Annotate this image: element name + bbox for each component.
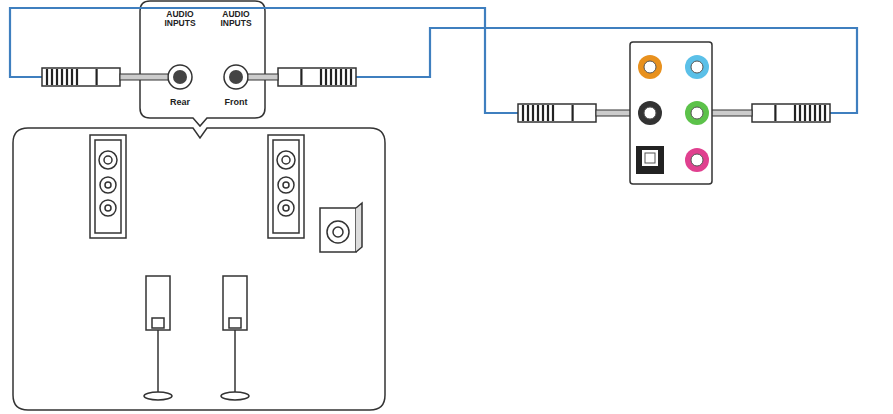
audio-plug: [42, 68, 168, 86]
front-cable: [356, 28, 857, 113]
input-jacks: [168, 65, 248, 89]
audio-panel: [630, 42, 712, 184]
callout-box: [140, 1, 265, 126]
jack-position: Rear: [156, 97, 204, 108]
audio-plug: [248, 68, 356, 86]
audio-plug: [709, 104, 830, 122]
audio-input-jack: AUDIO INPUTS Rear: [156, 10, 204, 112]
speaker-panel: [13, 128, 385, 410]
jack-position: Front: [212, 97, 260, 108]
jack-label: AUDIO INPUTS: [212, 10, 260, 28]
jack-label: AUDIO INPUTS: [156, 10, 204, 28]
rear-cable: [10, 8, 518, 113]
cables: [10, 8, 857, 113]
speakers: [90, 135, 362, 400]
audio-input-jack: AUDIO INPUTS Front: [212, 10, 260, 112]
audio-plug: [518, 104, 638, 122]
